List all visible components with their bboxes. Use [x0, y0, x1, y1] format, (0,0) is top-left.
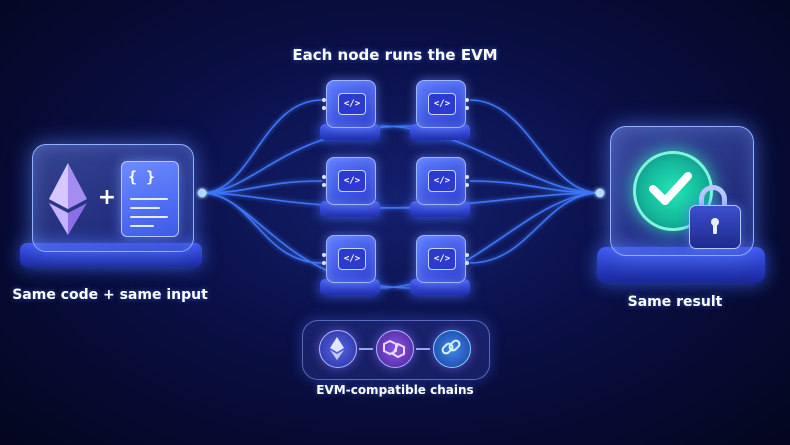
node-cube: </>	[416, 157, 466, 205]
code-icon: </>	[338, 170, 366, 192]
input-junction-dot	[197, 188, 207, 198]
plus-sign: +	[97, 185, 117, 210]
evm-node: </>	[320, 235, 380, 297]
node-base	[410, 201, 470, 217]
input-card: + { }	[32, 144, 194, 252]
node-base	[320, 124, 380, 140]
chains-panel	[302, 320, 490, 380]
polygon-icon	[376, 330, 414, 368]
node-cube: </>	[326, 157, 376, 205]
node-base	[410, 279, 470, 295]
wire-out-3	[469, 192, 601, 264]
ethereum-icon	[319, 330, 357, 368]
code-icon: </>	[338, 93, 366, 115]
wire-in-1	[201, 99, 323, 194]
doc-line	[130, 198, 168, 200]
code-icon: </>	[428, 248, 456, 270]
node-base	[410, 124, 470, 140]
code-icon: </>	[338, 248, 366, 270]
node-base	[320, 201, 380, 217]
result-caption: Same result	[627, 294, 723, 310]
wire-in-4	[201, 125, 413, 194]
input-card-base	[20, 243, 202, 267]
result-card	[610, 126, 754, 256]
node-cube: </>	[416, 235, 466, 283]
code-document-icon: { }	[121, 161, 179, 237]
evm-node: </>	[410, 235, 470, 297]
node-cube: </>	[416, 80, 466, 128]
code-icon: </>	[428, 93, 456, 115]
node-cube: </>	[326, 80, 376, 128]
wire-in-5	[201, 192, 413, 209]
chainlink-icon	[433, 330, 471, 368]
node-cube: </>	[326, 235, 376, 283]
input-caption: Same code + same input	[12, 287, 208, 303]
evm-node: </>	[410, 80, 470, 142]
evm-node: </>	[320, 80, 380, 142]
chains-caption: EVM-compatible chains	[316, 383, 474, 397]
lock-icon	[689, 205, 741, 249]
wire-in-2	[201, 180, 323, 194]
doc-line	[130, 216, 168, 218]
evm-node: </>	[410, 157, 470, 219]
code-icon: </>	[428, 170, 456, 192]
lock-shackle	[699, 185, 727, 213]
node-base	[320, 279, 380, 295]
chain-connector	[416, 348, 430, 350]
code-braces: { }	[128, 168, 156, 186]
wire-out-1	[469, 99, 601, 194]
evm-node: </>	[320, 157, 380, 219]
ethereum-icon	[47, 161, 89, 237]
doc-line	[130, 225, 154, 227]
doc-line	[130, 207, 160, 209]
chain-connector	[359, 348, 373, 350]
output-junction-dot	[595, 188, 605, 198]
wire-out-2	[469, 180, 601, 194]
diagram-title: Each node runs the EVM	[292, 46, 498, 64]
